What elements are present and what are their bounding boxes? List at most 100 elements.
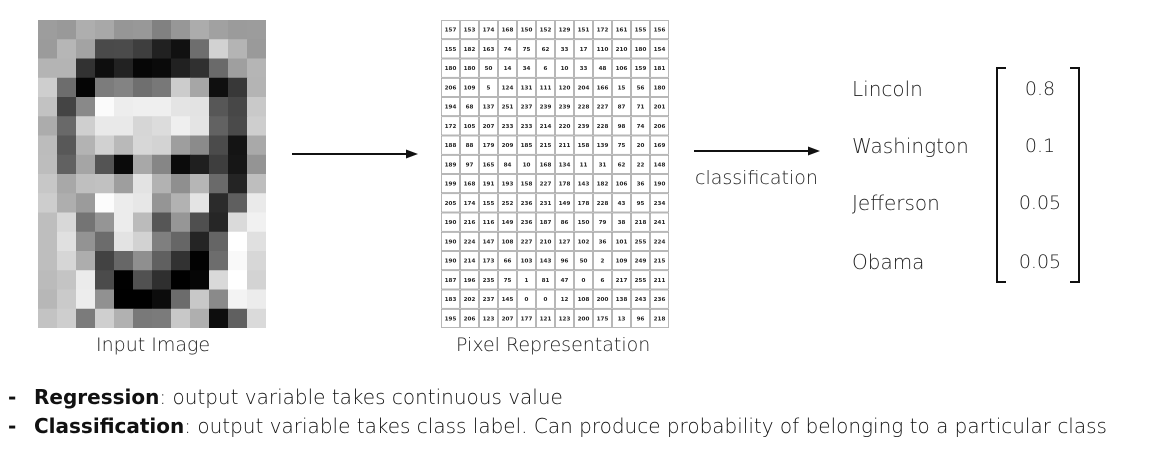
pixel-value-cell (612, 193, 631, 213)
pixel-cell (133, 39, 153, 59)
pixel-value: 191 (483, 182, 495, 188)
pixel-value-cell (555, 289, 574, 309)
pixel-cell (95, 20, 115, 40)
pixel-value: 11 (580, 162, 588, 168)
pixel-cell (76, 193, 96, 213)
pixel-value-cell (536, 308, 555, 328)
pixel-cell (114, 154, 134, 175)
pixel-cell (228, 270, 248, 290)
pixel-cell (95, 289, 115, 310)
pixel-value: 239 (578, 124, 590, 130)
pixel-cell (57, 231, 77, 252)
pixel-value-cell (498, 193, 517, 213)
pixel-value: 185 (521, 143, 533, 149)
pixel-cell (76, 58, 96, 79)
pixel-value-cell (517, 39, 536, 59)
pixel-value-cell (479, 20, 498, 40)
pixel-value-cell (460, 154, 479, 174)
pixel-value: 20 (637, 143, 645, 149)
pixel-value-cell (593, 289, 612, 309)
pixel-cell (133, 212, 153, 233)
pixel-value-cell (593, 77, 612, 97)
pixel-cell (133, 308, 153, 328)
pixel-cell (171, 77, 191, 98)
pixel-cell (38, 135, 58, 156)
pixel-value-cell (631, 58, 650, 78)
pixel-value: 218 (654, 316, 666, 322)
pixel-cell (152, 77, 172, 98)
pixel-value: 200 (578, 316, 590, 322)
pixel-cell (57, 270, 77, 290)
pixel-value-cell (612, 154, 631, 174)
pixel-value: 12 (561, 297, 569, 303)
pixel-value-cell (498, 231, 517, 251)
pixel-cell (247, 231, 266, 252)
pixel-value-cell (441, 289, 460, 309)
pixel-value: 14 (504, 66, 512, 72)
pixel-value: 0 (544, 297, 548, 303)
probability-lincoln: 0.8 (1024, 78, 1056, 100)
pixel-cell (171, 270, 191, 290)
pixel-value: 187 (540, 220, 552, 226)
pixel-value-cell (650, 58, 669, 78)
pixel-cell (171, 39, 191, 59)
pixel-value-cell (517, 20, 536, 40)
pixel-value: 251 (502, 105, 514, 111)
pixel-value-cell (536, 270, 555, 290)
pixel-cell (228, 251, 248, 271)
pixel-cell (228, 77, 248, 98)
pixel-value-cell (536, 154, 555, 174)
pixel-value: 206 (654, 124, 666, 130)
pixel-value: 43 (618, 201, 626, 207)
pixel-value-cell (441, 97, 460, 117)
pixel-value-cell (498, 39, 517, 59)
pixel-cell (152, 135, 172, 156)
pixel-value-cell (612, 97, 631, 117)
pixel-cell (152, 20, 172, 40)
pixel-cell (152, 97, 172, 117)
pixel-value-cell (631, 116, 650, 136)
pixel-value: 152 (540, 28, 552, 34)
pixel-cell (95, 251, 115, 271)
pixel-value: 175 (597, 316, 609, 322)
pixel-cell (114, 308, 134, 328)
pixel-cell (38, 97, 58, 117)
pixel-cell (152, 289, 172, 310)
pixel-value-cell (460, 20, 479, 40)
pixel-cell (114, 212, 134, 233)
pixel-value: 206 (445, 85, 457, 91)
pixel-value: 154 (654, 47, 666, 53)
pixel-value: 174 (464, 201, 476, 207)
bullet-term-classification: Classification (34, 414, 185, 438)
pixel-cell (247, 212, 266, 233)
pixel-value: 150 (578, 220, 590, 226)
pixel-value: 66 (504, 259, 512, 265)
pixel-value-cell (460, 193, 479, 213)
pixel-value-cell (536, 20, 555, 40)
pixel-cell (95, 193, 115, 213)
pixel-value-cell (574, 212, 593, 232)
pixel-value-cell (536, 193, 555, 213)
pixel-value-cell (574, 116, 593, 136)
pixel-value-cell (631, 39, 650, 59)
pixel-value: 131 (521, 85, 533, 91)
pixel-cell (209, 174, 229, 194)
pixel-cell (209, 212, 229, 233)
pixel-cell (76, 308, 96, 328)
pixel-value: 153 (464, 28, 476, 34)
pixel-value: 190 (654, 182, 666, 188)
pixel-value-cell (593, 58, 612, 78)
pixel-value-cell (536, 251, 555, 271)
pixel-value: 180 (464, 66, 476, 72)
pixel-value-cell (593, 39, 612, 59)
pixel-value-cell (574, 97, 593, 117)
pixel-value: 5 (487, 85, 491, 91)
pixel-value: 36 (599, 239, 607, 245)
pixel-value-cell (498, 270, 517, 290)
pixel-value-cell (517, 116, 536, 136)
pixel-value-cell (441, 231, 460, 251)
pixel-cell (57, 308, 77, 328)
pixel-value-cell (631, 231, 650, 251)
pixel-value: 224 (464, 239, 476, 245)
pixel-cell (171, 212, 191, 233)
